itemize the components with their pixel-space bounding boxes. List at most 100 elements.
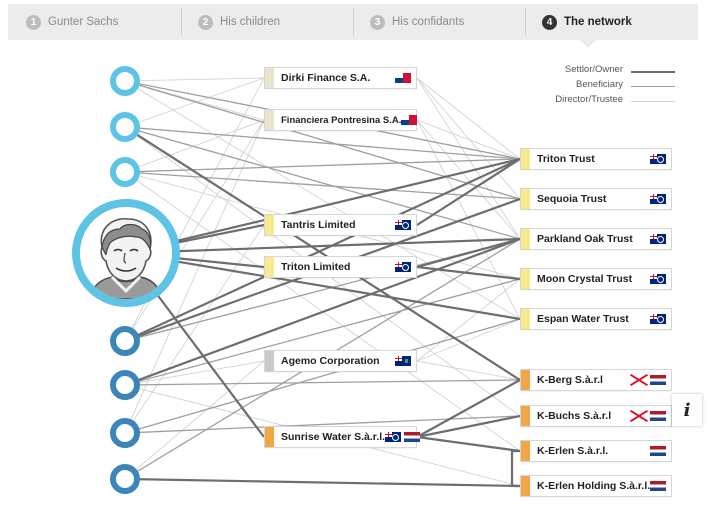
link-settlor-gunter-parkland (125, 237, 521, 255)
link-beneficiary-p3-sequoia (124, 171, 521, 200)
link-director-p2-dirki (124, 77, 265, 128)
entity-flags (395, 73, 416, 83)
link-beneficiary-p6-kberg (124, 379, 521, 386)
link-settlor-sunrise-kerlen (416, 435, 521, 453)
entity-label: Triton Trust (537, 153, 595, 165)
entity-label: Espan Water Trust (537, 313, 629, 325)
entity-label: Moon Crystal Trust (537, 273, 633, 285)
step-his-confidants[interactable]: 3 His confidants (370, 4, 464, 40)
entity-label: K-Erlen Holding S.à.r.l. (537, 480, 651, 492)
entity-espan-water-trust[interactable]: Espan Water Trust (520, 308, 672, 330)
person-node[interactable] (110, 418, 140, 448)
entity-label: K-Buchs S.à.r.l (537, 410, 612, 422)
person-node[interactable] (110, 66, 140, 96)
entity-type-bar (265, 427, 274, 447)
entity-parkland-oak-trust[interactable]: Parkland Oak Trust (520, 228, 672, 250)
flag-cook-islands-icon (650, 154, 666, 164)
gunter-sachs-portrait-icon (89, 218, 163, 299)
person-node[interactable] (110, 370, 140, 400)
person-node[interactable] (110, 464, 140, 494)
person-node-gunter-sachs[interactable] (72, 199, 180, 307)
link-director-p7-pontresina (124, 119, 265, 434)
link-director-p1-dirki (124, 77, 265, 82)
entity-dirki-finance[interactable]: Dirki Finance S.A. (264, 67, 417, 89)
entity-label: Parkland Oak Trust (537, 233, 633, 245)
info-button[interactable]: i (672, 394, 702, 426)
entity-type-bar (521, 309, 530, 329)
legend-label: Settlor/Owner (564, 64, 623, 75)
entity-type-bar (521, 441, 530, 461)
entity-triton-limited[interactable]: Triton Limited (264, 256, 417, 278)
entity-label: Agemo Corporation (281, 355, 380, 367)
entity-tantris-limited[interactable]: Tantris Limited (264, 214, 417, 236)
step-number: 2 (198, 14, 213, 30)
entity-type-bar (265, 110, 274, 130)
legend-line-settlor (631, 71, 675, 73)
step-divider (181, 8, 182, 36)
link-beneficiary-p6-mooncrystal (124, 278, 521, 386)
flag-cook-islands-icon (395, 262, 411, 272)
entity-type-bar (265, 68, 274, 88)
entity-flags (395, 220, 416, 230)
entity-label: Triton Limited (281, 261, 351, 273)
flag-cook-islands-icon (650, 194, 666, 204)
link-director-p6-agemo (124, 360, 265, 386)
entity-flags (385, 432, 425, 442)
entity-moon-crystal-trust[interactable]: Moon Crystal Trust (520, 268, 672, 290)
flag-british-virgin-islands-icon (395, 356, 411, 366)
entity-k-berg[interactable]: K-Berg S.à.r.l (520, 369, 672, 391)
link-director-pontresina-espan (416, 119, 521, 320)
step-gunter-sachs[interactable]: 1 Gunter Sachs (26, 4, 118, 40)
entity-label: Sequoia Trust (537, 193, 607, 205)
entity-k-erlen[interactable]: K-Erlen S.à.r.l. (520, 440, 672, 462)
link-director-p8-agemo (124, 360, 265, 480)
step-his-children[interactable]: 2 His children (198, 4, 280, 40)
link-settlor-tantris-tritontrust (416, 158, 521, 226)
entity-financiera-pontresina[interactable]: Financiera Pontresina S.A. (264, 109, 418, 131)
link-settlor-tritonltd-parkland (416, 237, 521, 269)
legend-settlor: Settlor/Owner (545, 64, 675, 78)
person-node[interactable] (110, 157, 140, 187)
entity-k-erlen-holding[interactable]: K-Erlen Holding S.à.r.l. (520, 475, 672, 497)
legend-label: Beneficiary (576, 79, 623, 90)
person-node[interactable] (110, 326, 140, 356)
entity-type-bar (521, 370, 530, 390)
entity-type-bar (521, 269, 530, 289)
step-number: 1 (26, 14, 41, 30)
entity-sequoia-trust[interactable]: Sequoia Trust (520, 188, 672, 210)
legend-line-director (631, 101, 675, 102)
entity-agemo-corporation[interactable]: Agemo Corporation (264, 350, 417, 372)
link-director-p5-pontresina (124, 119, 265, 342)
entity-label: Dirki Finance S.A. (281, 72, 371, 84)
entity-type-bar (521, 229, 530, 249)
person-node[interactable] (110, 112, 140, 142)
link-director-dirki-tritontrust (416, 77, 521, 160)
link-director-dirki-parkland (416, 77, 521, 240)
entity-label: K-Berg S.à.r.l (537, 374, 603, 386)
entity-flags (650, 194, 671, 204)
step-number: 4 (542, 14, 557, 30)
link-settlor-p5-tritontrust (124, 158, 521, 342)
flag-jersey-icon (631, 411, 647, 421)
step-label: His confidants (392, 16, 465, 28)
entity-flags (631, 375, 671, 385)
flag-netherlands-icon (650, 375, 666, 385)
flag-netherlands-icon (650, 411, 666, 421)
entity-type-bar (521, 149, 530, 169)
entity-flags (395, 262, 416, 272)
entity-flags (650, 154, 671, 164)
flag-netherlands-icon (650, 481, 667, 491)
link-settlor-sunrise-kberg (416, 379, 521, 438)
link-director-p3-pontresina (124, 119, 265, 173)
entity-sunrise-water[interactable]: Sunrise Water S.à.r.l. (264, 426, 421, 448)
entity-label: Sunrise Water S.à.r.l. (281, 431, 386, 443)
entity-k-buchs[interactable]: K-Buchs S.à.r.l (520, 405, 672, 427)
entity-type-bar (265, 215, 274, 235)
entity-type-bar (521, 189, 530, 209)
step-divider (353, 8, 354, 36)
step-the-network[interactable]: 4 The network (542, 4, 632, 40)
step-label: Gunter Sachs (48, 16, 119, 28)
link-director-agemo-mooncrystal (416, 278, 521, 362)
entity-triton-trust[interactable]: Triton Trust (520, 148, 672, 170)
entity-flags (650, 274, 671, 284)
